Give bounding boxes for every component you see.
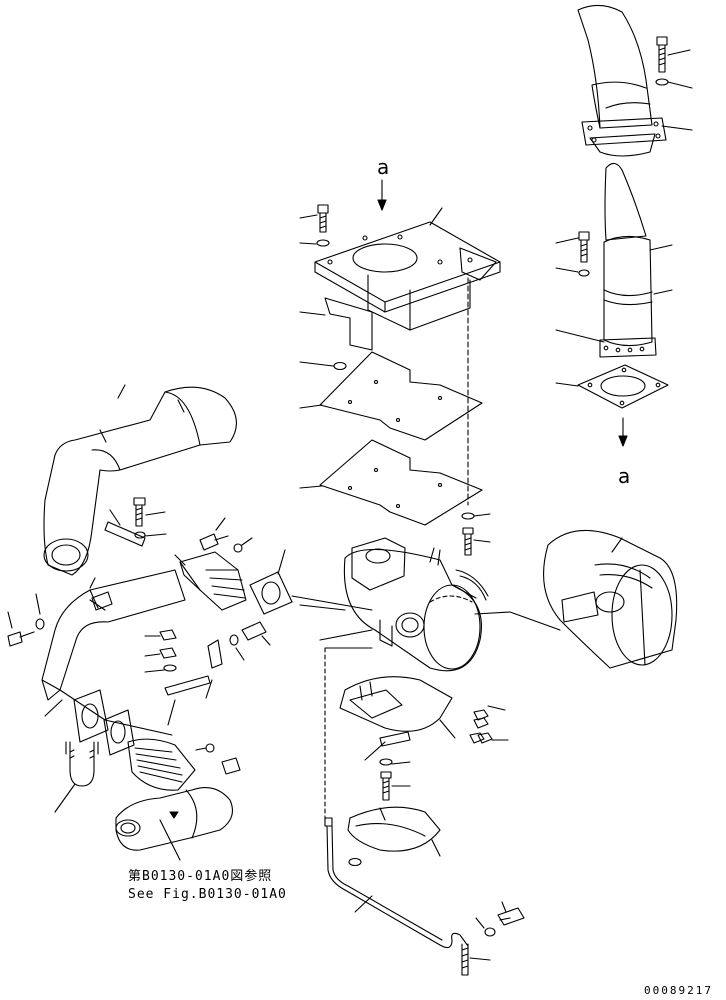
bellows-hose-lower	[127, 738, 241, 791]
view-arrow-top	[377, 179, 387, 211]
flange-plate-small	[91, 591, 113, 611]
saddle-bracket-lower	[347, 806, 441, 867]
strap-center-left	[164, 639, 223, 726]
exhaust-stack-upper	[577, 4, 667, 157]
stud-bolt-center	[379, 758, 411, 801]
bolt-center-small	[229, 621, 271, 661]
bolt-left-upper	[133, 497, 167, 539]
mounting-bracket-top	[314, 207, 501, 331]
saddle-bracket-upper	[339, 676, 456, 739]
cylinder-cover-right	[474, 529, 678, 669]
plate-mid-lower	[299, 439, 483, 526]
elbow-flange-left	[44, 689, 135, 756]
gasket-square-upper	[249, 549, 373, 615]
exhaust-pipe-right	[555, 162, 673, 358]
heat-shield-plate	[299, 297, 373, 351]
drain-tube	[324, 817, 491, 976]
strap-small	[364, 731, 411, 761]
muffler-body	[343, 537, 482, 672]
view-arrow-right	[618, 417, 628, 447]
bellows-hose-upper	[174, 551, 247, 611]
gasket-right	[555, 364, 669, 409]
reference-note-en: See Fig.B0130-01A0	[128, 887, 287, 902]
intake-tube-left	[41, 569, 186, 736]
bolt-top-center	[299, 204, 330, 247]
bolt-drain	[475, 901, 525, 937]
intake-pipe-lower	[115, 787, 233, 861]
intake-elbow-upper	[43, 384, 237, 576]
bolt-left-edge	[7, 593, 45, 647]
bolt-right-middle	[555, 231, 590, 277]
nut-pair-center-left	[144, 629, 177, 673]
u-bolt-left	[54, 741, 99, 813]
nut-right-lower	[469, 705, 509, 744]
clamp-band-muffler	[455, 569, 489, 601]
nut-left-center	[299, 361, 347, 371]
bolt-top-right	[655, 36, 693, 131]
plate-mid-upper	[299, 351, 483, 441]
nut-center-right	[461, 512, 491, 556]
clip-bracket-upper	[104, 509, 146, 547]
bolt-center-left	[199, 517, 253, 553]
figure-number: 00089217	[644, 984, 713, 997]
reference-note-jp: 第B0130-01A0図参照	[128, 868, 272, 884]
view-label-a-right: a	[618, 464, 630, 488]
view-label-a-top: a	[377, 155, 389, 179]
